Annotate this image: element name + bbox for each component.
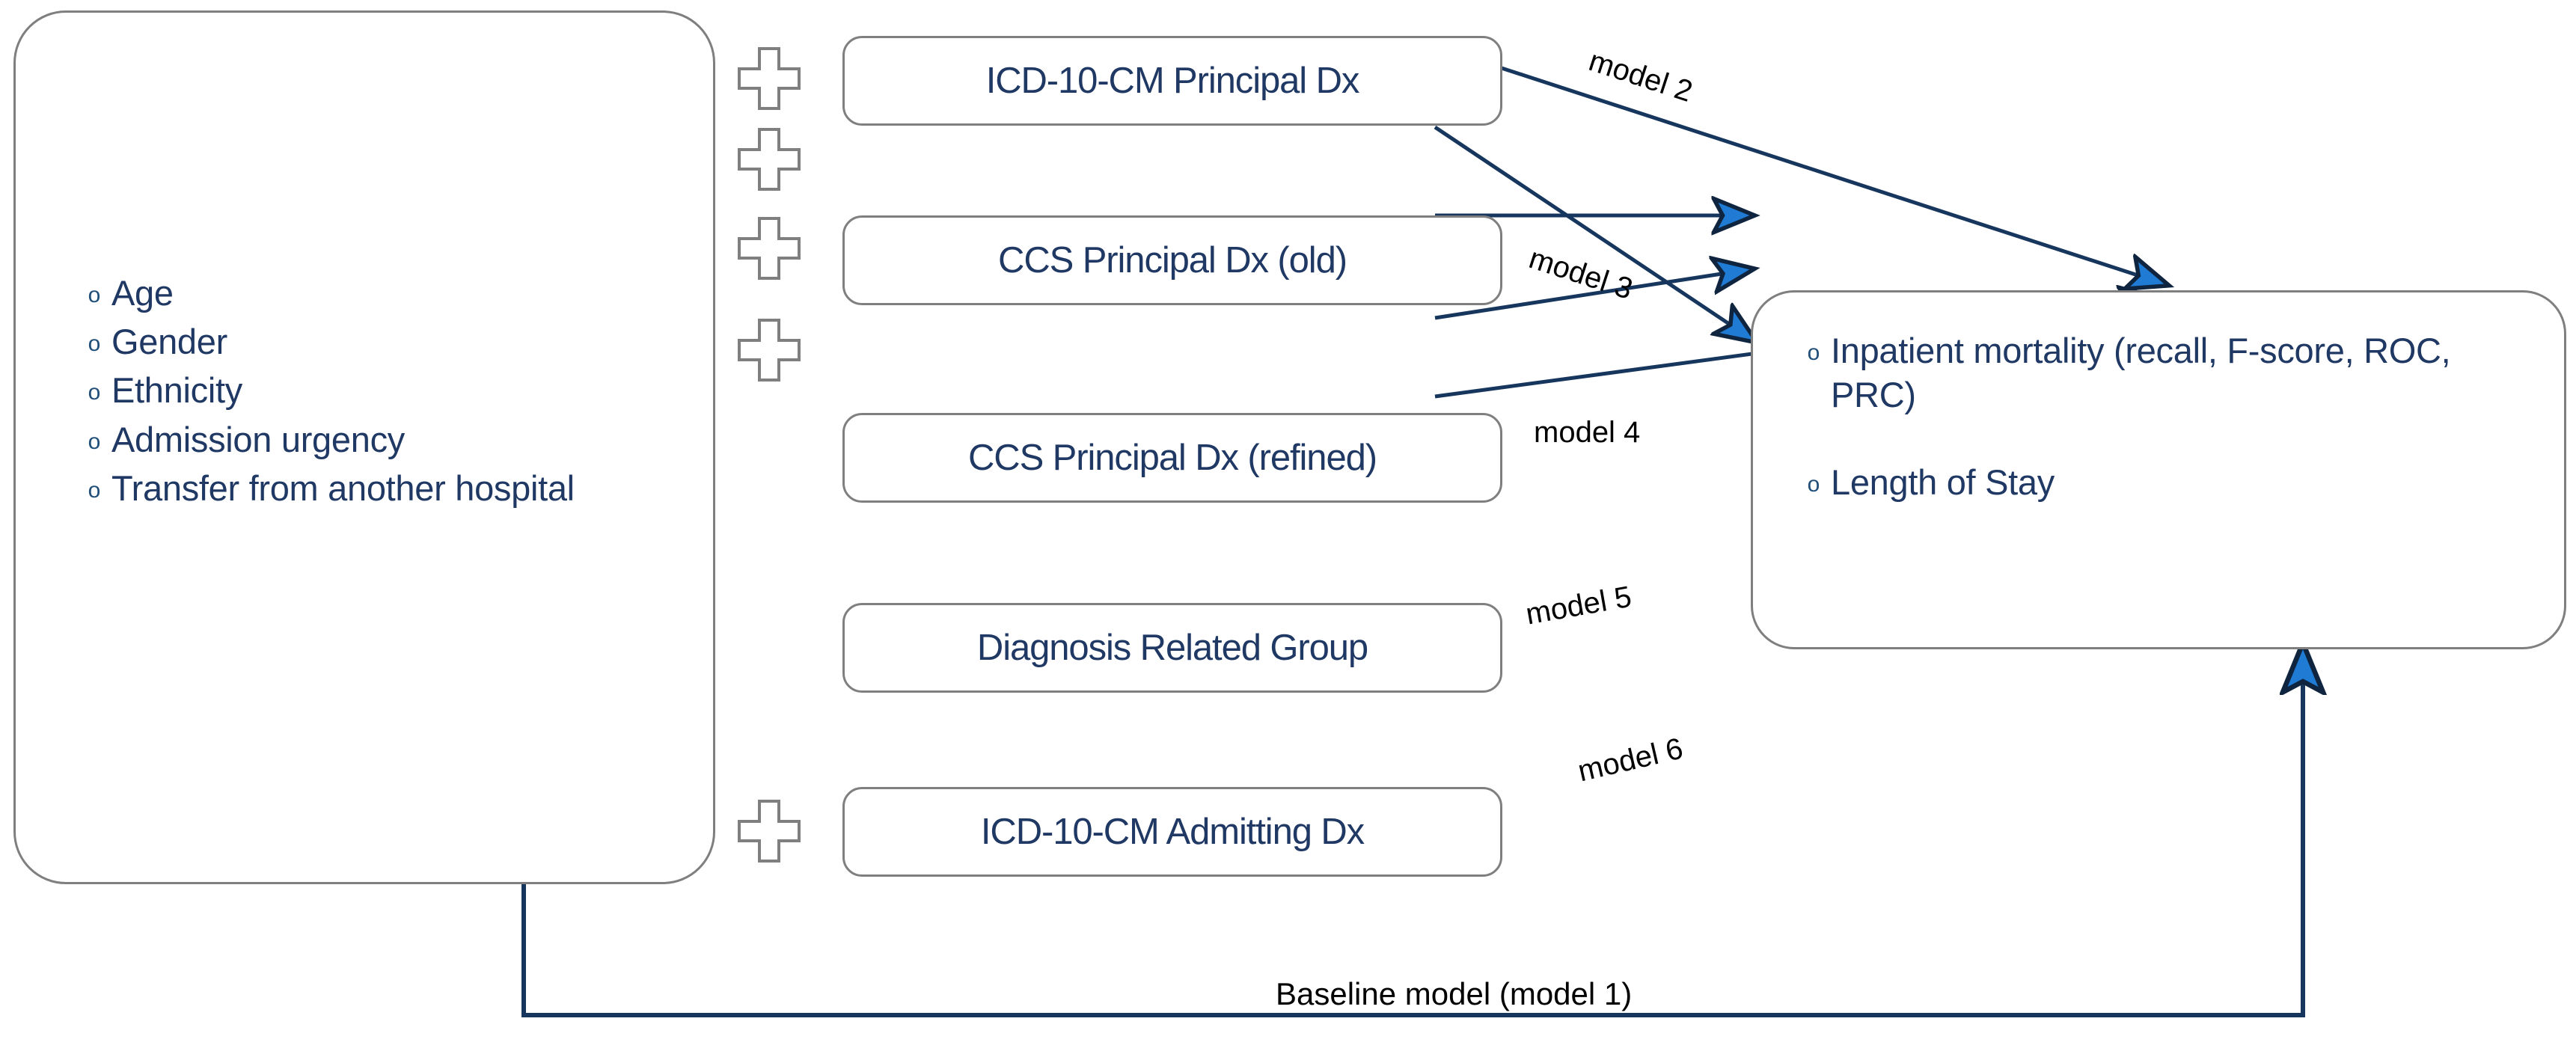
plus-icon [738, 47, 801, 110]
plus-icon [738, 128, 801, 191]
plus-icon [738, 800, 801, 863]
list-item: o Length of Stay [1796, 460, 2542, 504]
outcome-item-inpatient-mortality: Inpatient mortality (recall, F-score, RO… [1831, 331, 2451, 415]
bullet-icon: o [88, 380, 101, 405]
list-item: o Gender [77, 319, 683, 364]
patient-characteristics-panel[interactable]: o Age o Gender o Ethnicity o Admission u… [13, 10, 715, 884]
bullet-icon: o [1807, 472, 1820, 497]
edge-label-model-6: model 6 [1574, 732, 1686, 788]
feature-box-ccs-principal-dx-refined[interactable]: CCS Principal Dx (refined) [842, 413, 1502, 503]
patient-item-gender: Gender [111, 322, 227, 362]
outcome-item-length-of-stay: Length of Stay [1831, 462, 2055, 503]
bullet-icon: o [88, 283, 101, 307]
bullet-icon: o [88, 331, 101, 357]
feature-box-diagnosis-related-group[interactable]: Diagnosis Related Group [842, 603, 1502, 693]
edge-label-model-3: model 3 [1525, 242, 1637, 306]
edge-label-model-5: model 5 [1523, 580, 1634, 631]
feature-box-label: CCS Principal Dx (refined) [968, 438, 1377, 478]
feature-box-icd10cm-admitting-dx[interactable]: ICD-10-CM Admitting Dx [842, 787, 1502, 877]
feature-box-icd10cm-principal-dx[interactable]: ICD-10-CM Principal Dx [842, 36, 1502, 126]
list-item: o Transfer from another hospital [77, 466, 683, 510]
plus-icon [738, 217, 801, 280]
patient-item-ethnicity: Ethnicity [111, 370, 242, 411]
edge-label-model-1: Baseline model (model 1) [1276, 976, 1633, 1011]
list-item: o Ethnicity [77, 368, 683, 412]
bullet-icon: o [88, 477, 101, 503]
feature-box-label: CCS Principal Dx (old) [998, 240, 1347, 281]
feature-box-ccs-principal-dx-old[interactable]: CCS Principal Dx (old) [842, 215, 1502, 305]
edge-label-model-2: model 2 [1585, 44, 1697, 108]
list-item: o Inpatient mortality (recall, F-score, … [1796, 328, 2542, 417]
plus-icon [738, 319, 801, 382]
patient-item-admission-urgency: Admission urgency [111, 419, 405, 459]
patient-item-age: Age [111, 273, 174, 313]
outcomes-panel[interactable]: o Inpatient mortality (recall, F-score, … [1751, 290, 2566, 649]
feature-box-label: ICD-10-CM Principal Dx [985, 61, 1360, 101]
feature-box-label: Diagnosis Related Group [976, 628, 1368, 668]
patient-item-transfer: Transfer from another hospital [111, 468, 575, 508]
bullet-icon: o [88, 429, 101, 454]
feature-box-label: ICD-10-CM Admitting Dx [980, 812, 1365, 852]
edge-label-model-4: model 4 [1534, 416, 1641, 449]
list-item: o Admission urgency [77, 417, 683, 462]
list-item: o Age [77, 271, 683, 315]
bullet-icon: o [1807, 340, 1820, 365]
